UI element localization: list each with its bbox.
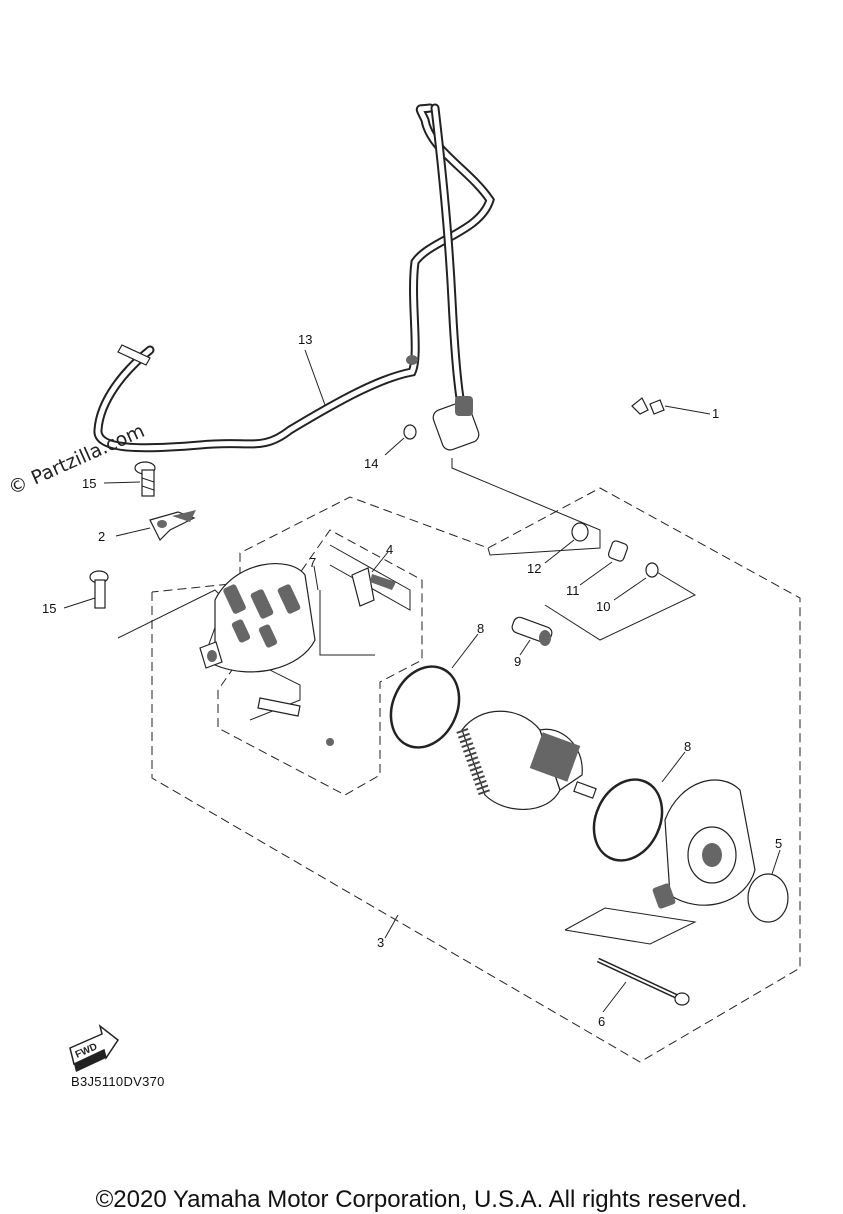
callout-2: 2 xyxy=(98,529,105,544)
group-line-upper xyxy=(451,458,601,556)
part-2-bracket xyxy=(149,510,196,542)
callout-4: 4 xyxy=(386,542,393,557)
callout-7: 7 xyxy=(309,555,316,570)
callout-3: 3 xyxy=(377,935,384,950)
group-line-7 xyxy=(319,590,375,656)
diagram-code: B3J5110DV370 xyxy=(71,1074,165,1089)
callout-9: 9 xyxy=(514,654,521,669)
part-15-bolt-lower xyxy=(89,570,109,609)
starter-cable xyxy=(93,103,495,453)
group-line-6 xyxy=(564,907,697,945)
part-15-bolt-upper xyxy=(134,461,156,497)
group-line-right xyxy=(544,567,697,641)
callout-15b: 15 xyxy=(42,601,56,616)
callout-11: 11 xyxy=(566,583,580,598)
callout-10: 10 xyxy=(596,599,610,614)
front-cover xyxy=(652,779,756,909)
rear-cover xyxy=(199,563,316,673)
callout-1: 1 xyxy=(712,406,719,421)
brush-plate xyxy=(257,697,301,717)
callout-6: 6 xyxy=(598,1014,605,1029)
part-4-brush xyxy=(351,567,375,607)
fwd-arrow-icon: FWD xyxy=(69,1024,120,1072)
callout-15a: 15 xyxy=(82,476,96,491)
part-11-nut xyxy=(607,540,629,562)
callout-5: 5 xyxy=(775,836,782,851)
part-14-nut xyxy=(403,424,417,440)
callout-12: 12 xyxy=(527,561,541,576)
watermark: © Partzilla.com xyxy=(5,420,148,500)
callout-8b: 8 xyxy=(684,739,691,754)
part-10-washer xyxy=(645,562,659,578)
callout-14: 14 xyxy=(364,456,378,471)
callout-8a: 8 xyxy=(477,621,484,636)
part-1-clip xyxy=(631,397,665,415)
copyright-footer: ©2020 Yamaha Motor Corporation, U.S.A. A… xyxy=(95,1186,748,1213)
part-8-oring-right xyxy=(592,778,664,862)
part-8-oring-left xyxy=(389,665,461,749)
part-6-through-bolt xyxy=(596,957,690,1006)
brush-holder-outline xyxy=(217,529,423,796)
callout-13: 13 xyxy=(298,332,312,347)
assembly-outline xyxy=(151,487,801,1063)
part-5-seal xyxy=(747,873,789,923)
part-12-washer xyxy=(571,522,589,542)
armature xyxy=(456,710,597,810)
part-9-pin xyxy=(511,616,553,646)
